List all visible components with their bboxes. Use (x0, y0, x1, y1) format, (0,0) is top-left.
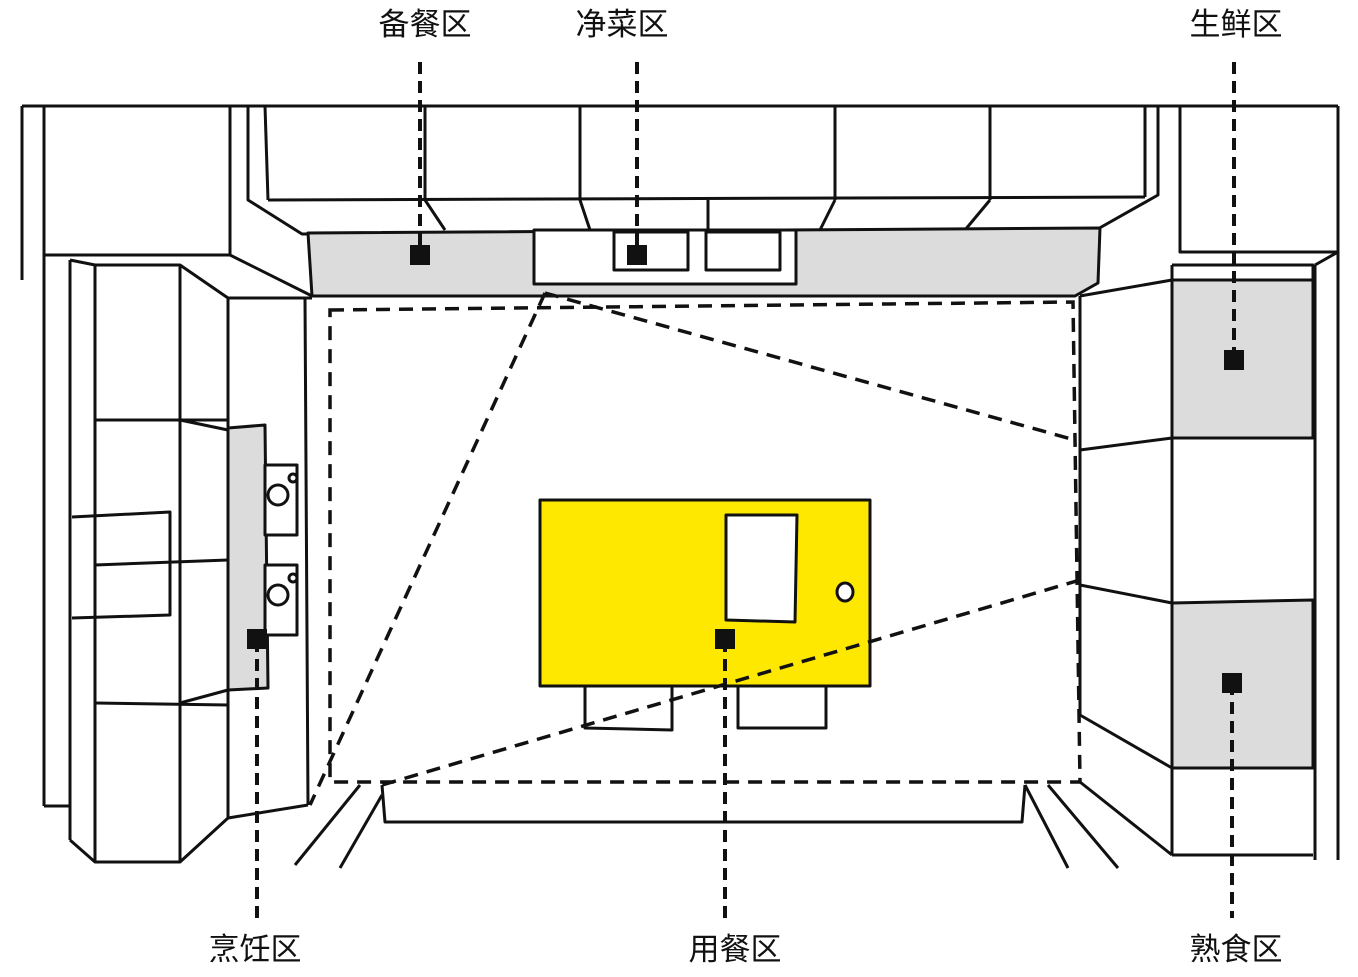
label-prep-zone: 备餐区 (378, 7, 472, 43)
dining-table (538, 498, 872, 732)
left-cabinets (68, 258, 312, 864)
marker-cook (247, 629, 267, 649)
label-dining-zone: 用餐区 (688, 932, 782, 968)
label-wash-zone: 净菜区 (575, 7, 669, 43)
marker-deli (1222, 673, 1242, 693)
cooktop-counter (226, 423, 299, 692)
bottom-doorway (293, 780, 1173, 869)
label-deli-zone: 熟食区 (1189, 932, 1283, 968)
right-cabinets (1078, 263, 1315, 857)
room-walls (20, 104, 1340, 860)
zone-markers (247, 245, 1244, 693)
leader-lines (255, 62, 1236, 918)
label-cook-zone: 烹饪区 (208, 932, 302, 968)
upper-cabinets (246, 105, 1160, 236)
label-fresh-zone: 生鲜区 (1189, 7, 1283, 43)
top-counter (306, 226, 1102, 298)
marker-dining (715, 629, 735, 649)
marker-fresh (1224, 350, 1244, 370)
marker-wash (627, 245, 647, 265)
marker-prep (410, 245, 430, 265)
work-zone-dashes (308, 291, 1082, 806)
